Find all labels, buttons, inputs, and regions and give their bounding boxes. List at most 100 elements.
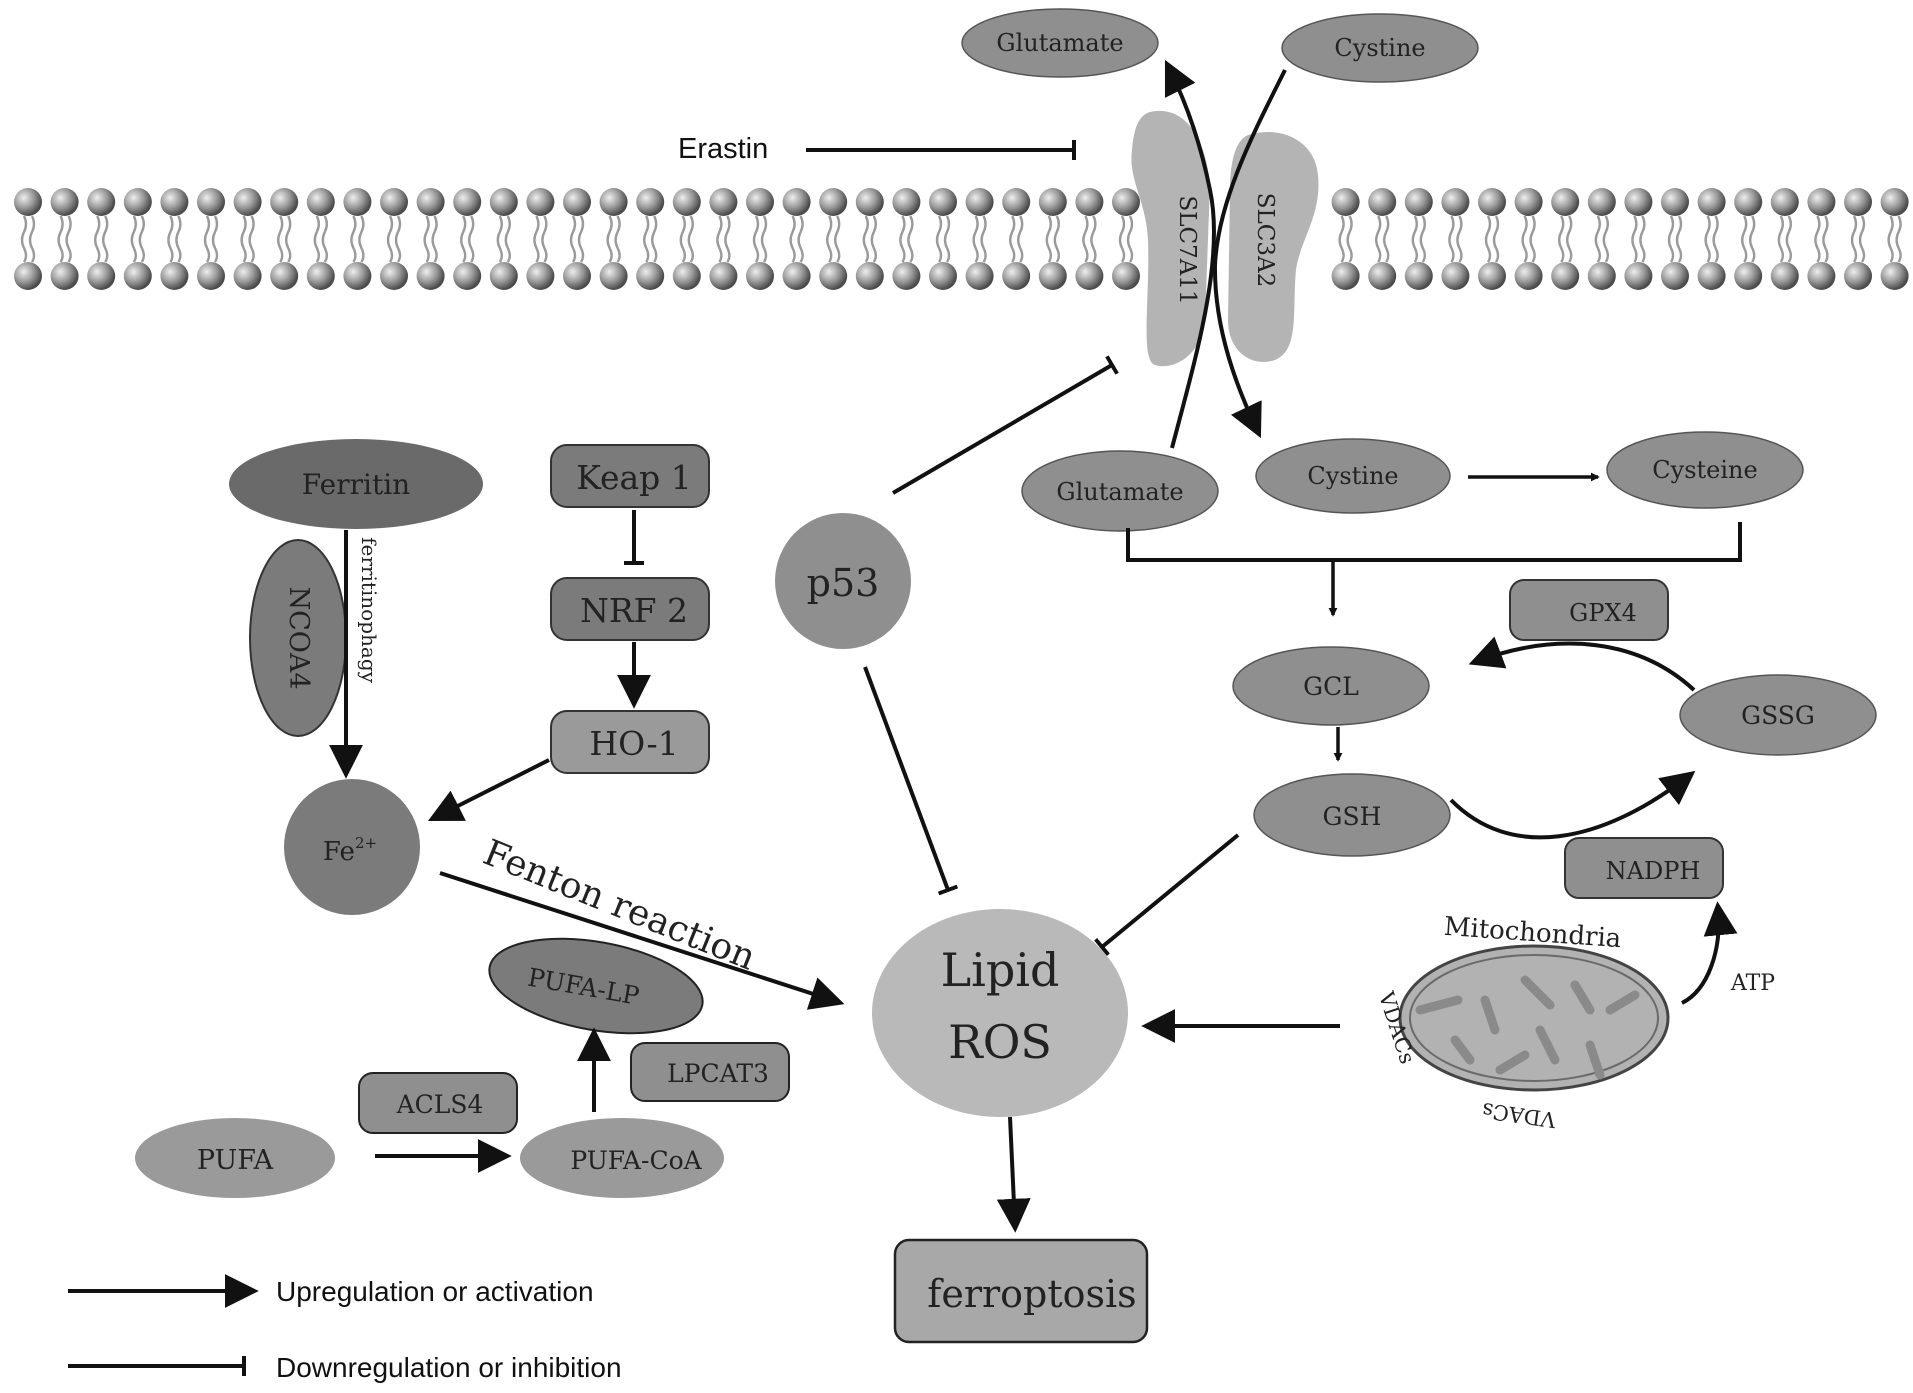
ho1-node: HO-1: [550, 710, 710, 774]
lipid-head: [929, 262, 957, 290]
lipid-head: [563, 262, 591, 290]
lipid-head: [1038, 188, 1067, 216]
lipid-head: [1807, 262, 1836, 290]
lipid-tail: [460, 215, 467, 263]
lipid-tail: [28, 215, 36, 263]
fe2-label: Fe: [323, 837, 355, 867]
lipid-head: [1551, 188, 1580, 216]
cystine-import-arrow: [1212, 69, 1287, 439]
lipid-head: [380, 188, 408, 216]
lipid-tail: [248, 215, 255, 263]
lipid-tail: [211, 215, 219, 263]
lipid-tail: [1675, 215, 1683, 263]
lipid-head: [1404, 188, 1433, 216]
lipid-head: [892, 262, 921, 290]
lipid-tail: [240, 215, 247, 263]
lipid-head: [1587, 188, 1616, 216]
lipid-head: [343, 262, 372, 290]
lipid-tail: [1895, 215, 1902, 263]
lipid-head: [343, 188, 372, 216]
lipid-tail: [65, 215, 72, 263]
lipid-head: [197, 188, 225, 216]
lipid-tail: [935, 215, 943, 263]
nrf2-node: NRF 2: [550, 577, 710, 641]
ferritin-node: Ferritin: [229, 439, 483, 529]
lipid-tail: [1118, 215, 1126, 263]
lipid-head: [416, 188, 445, 216]
lipid-ros-node: Lipid ROS: [872, 909, 1128, 1117]
lipid-head: [1075, 262, 1104, 290]
gpx4-node: GPX4: [1509, 579, 1669, 641]
lipid-head: [929, 188, 957, 216]
lipid-head: [563, 188, 591, 216]
lipid-tail: [468, 215, 475, 263]
lipid-tail: [980, 215, 987, 263]
lipid-head: [1478, 188, 1506, 216]
lipid-tail: [1814, 215, 1821, 263]
lipid-tail: [752, 215, 760, 263]
lipid-head: [672, 262, 701, 290]
lipid-head: [453, 262, 482, 290]
fenton-reaction-arrow: [439, 871, 845, 1010]
lipid-head: [14, 262, 42, 290]
gssg-to-gcl-arrow: [1468, 636, 1696, 692]
slc3a2-transporter: SLC3A2: [1228, 131, 1319, 362]
cysteine-label: Cysteine: [1652, 456, 1757, 484]
lipid-tail: [138, 215, 145, 263]
lipid-head: [855, 262, 884, 290]
ho1-to-fe-arrow: [427, 758, 550, 822]
lipid-head: [1770, 188, 1799, 216]
lipid-tail: [20, 215, 28, 263]
lipid-head: [965, 188, 994, 216]
lipid-head: [50, 262, 79, 290]
p53-node: p53: [775, 513, 911, 649]
gssg-node: GSSG: [1679, 674, 1877, 756]
lipid-tail: [789, 215, 796, 263]
lipid-head: [1807, 188, 1836, 216]
lipid-tail: [1126, 215, 1134, 263]
lipid-tail: [1850, 215, 1858, 263]
lipid-tail: [350, 215, 357, 263]
lipid-tail: [57, 215, 64, 263]
glutamate-inside-node: Glutamate: [1021, 450, 1219, 532]
lipid-head: [1624, 262, 1653, 290]
cystine-outside-node: Cystine: [1281, 13, 1479, 83]
lipid-tail: [651, 215, 658, 263]
lipid-tail: [321, 215, 328, 263]
lipid-head: [233, 262, 262, 290]
lipid-tail: [716, 215, 723, 263]
lipid-head: [1587, 262, 1616, 290]
fe2-node: Fe2+: [284, 779, 420, 915]
lipid-tail: [1704, 215, 1711, 263]
lipid-tail: [1419, 215, 1426, 263]
lipid-tail: [1045, 215, 1052, 263]
lipid-tail: [943, 215, 951, 263]
lipid-head: [636, 188, 665, 216]
lipid-tail: [1375, 215, 1382, 263]
lipid-head: [709, 262, 738, 290]
lipid-head: [233, 188, 262, 216]
lipid-head: [1112, 188, 1140, 216]
p53-inhibits-slc7a11: [891, 355, 1119, 495]
lipid-tail: [431, 215, 438, 263]
ferritinophagy-label: ferritinophagy: [357, 537, 381, 684]
lipid-tail: [1639, 215, 1646, 263]
ros-label: ROS: [948, 1015, 1052, 1069]
lipid-tail: [899, 215, 906, 263]
lipid-tail: [1017, 215, 1024, 263]
lipid-head: [599, 188, 628, 216]
fe2-charge: 2+: [355, 834, 377, 852]
acls4-node: ACLS4: [358, 1072, 518, 1134]
cystine-inside-node: Cystine: [1255, 438, 1451, 514]
slc7a11-label: SLC7A11: [1174, 195, 1200, 304]
lipid-tail: [277, 215, 284, 263]
lipid-head: [489, 262, 518, 290]
lipid-tail: [504, 215, 511, 263]
slc3a2-label: SLC3A2: [1252, 193, 1278, 288]
lipid-heads: [14, 188, 1909, 290]
lipid-head: [87, 188, 116, 216]
lipid-tail: [826, 215, 833, 263]
lipid-tail: [1785, 215, 1792, 263]
gsh-node: GSH: [1253, 773, 1451, 857]
lipid-head: [1697, 188, 1726, 216]
